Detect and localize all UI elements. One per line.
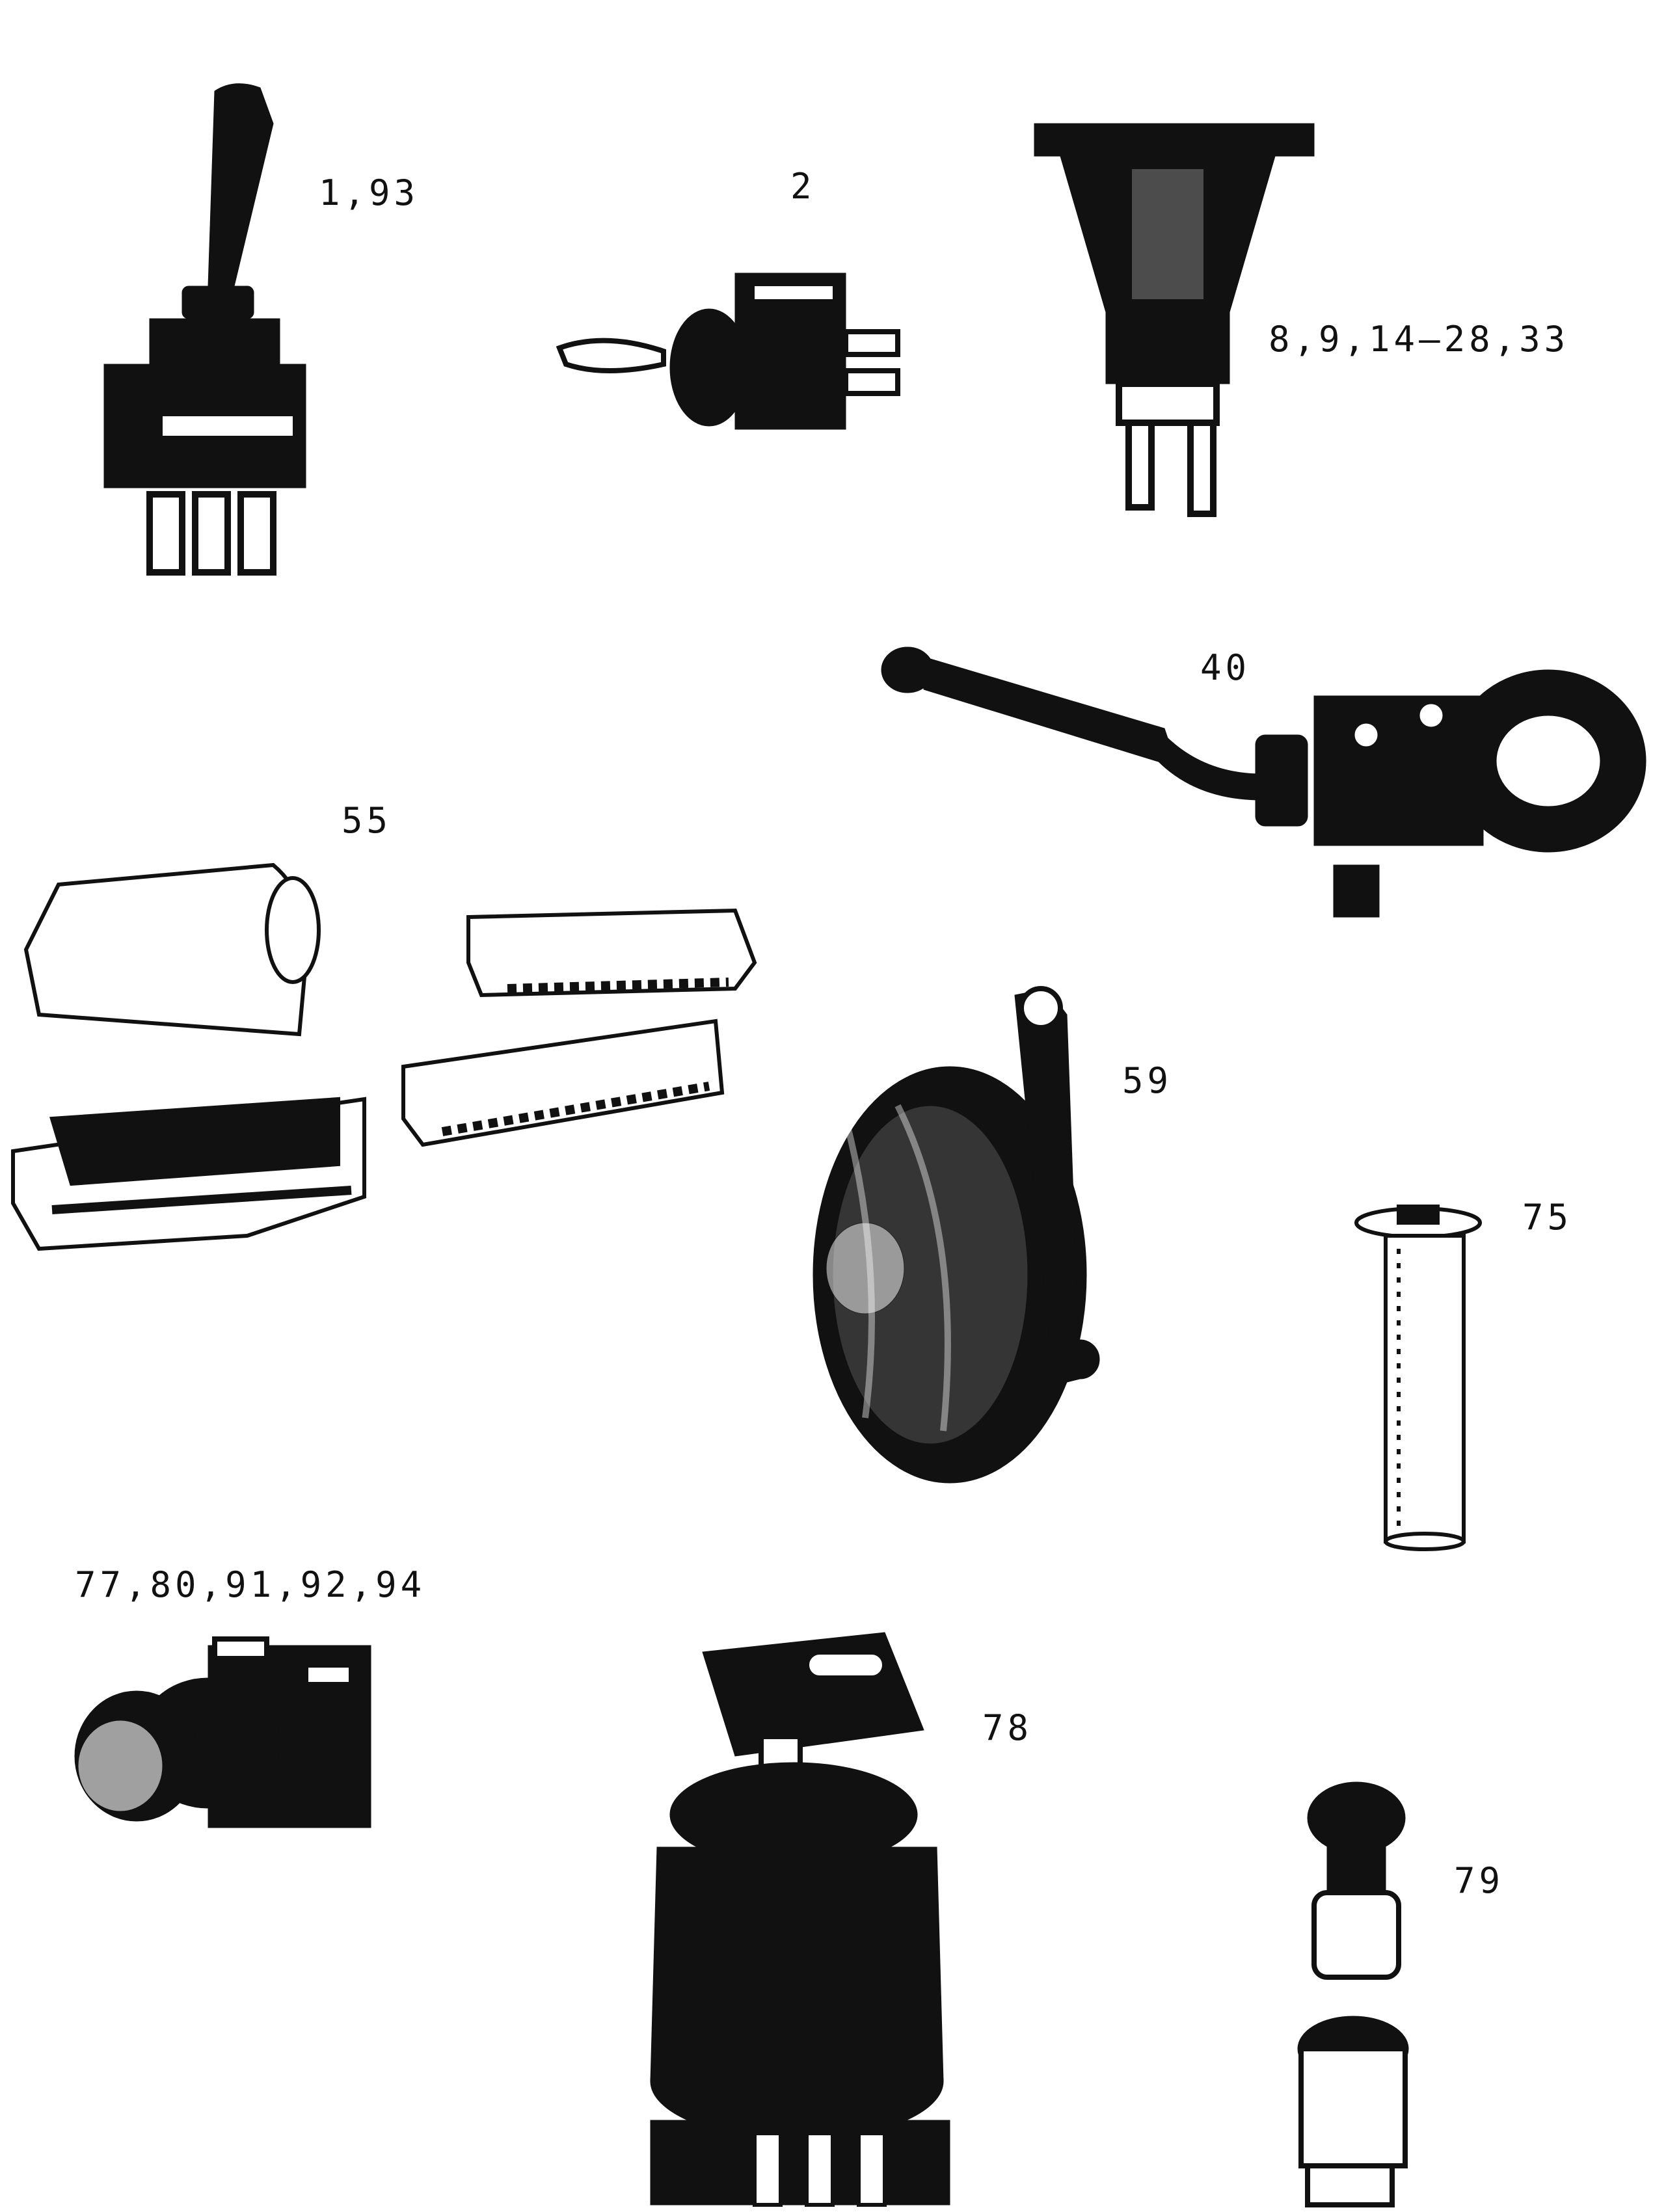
- label-sender-tube: 75: [1522, 1197, 1573, 1238]
- label-cigar-lighter: 79: [1454, 1860, 1505, 1901]
- label-push-switch: 77,80,91,92,94: [75, 1564, 426, 1605]
- push-switch-drawing: [74, 1636, 371, 1828]
- sender-tube-drawing: [1354, 1205, 1482, 1551]
- toggle-switch-drawing: [103, 83, 306, 576]
- label-horn: 59: [1122, 1060, 1173, 1101]
- label-small-toggle: 2: [790, 166, 816, 207]
- label-stalk-switch: 40: [1200, 647, 1251, 688]
- small-toggle-drawing: [556, 273, 900, 430]
- rocker-switch-drawing: [1034, 123, 1315, 517]
- connector-drawing: [11, 862, 757, 1251]
- stalk-switch-drawing: [881, 646, 1646, 918]
- label-toggle-switch: 1,93: [319, 172, 420, 213]
- cigar-lighter-drawing: [1297, 1781, 1409, 2207]
- label-rocker-switch: 8,9,14–28,33: [1269, 319, 1570, 360]
- ignition-switch-drawing: [650, 1632, 950, 2207]
- horn-drawing: [813, 986, 1100, 1484]
- label-ignition-switch: 78: [982, 1707, 1033, 1748]
- label-connector: 55: [342, 800, 392, 841]
